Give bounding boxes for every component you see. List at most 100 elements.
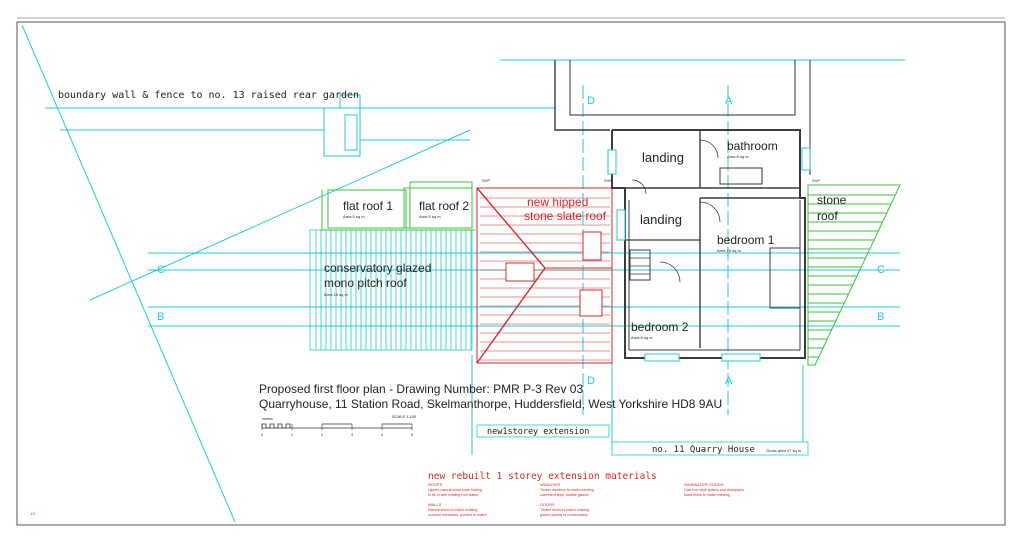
bath	[719, 167, 763, 185]
staircase	[629, 249, 651, 281]
room-labels: boundary wall & fence to no. 13 raised r…	[58, 90, 847, 340]
window-bathroom	[801, 147, 811, 171]
door-swing-bedroom	[699, 201, 721, 223]
scale-tick-label: 1	[291, 433, 293, 437]
windows	[607, 147, 811, 362]
conservatory-label-line1: conservatory glazed	[324, 261, 431, 275]
section-a-top: A	[725, 95, 733, 107]
section-d-bottom: D	[587, 375, 595, 387]
new-roof-label-line1: new hipped	[527, 195, 588, 209]
stone-roof-hatch	[808, 194, 896, 358]
svp-label-1: SVP	[482, 178, 490, 183]
boundary-label: boundary wall & fence to no. 13 raised r…	[58, 90, 359, 101]
section-d-top: D	[587, 95, 595, 107]
svp-label-2: SVP	[604, 178, 612, 183]
extension-tag-box	[476, 424, 610, 438]
materials-col-heading: WINDOWS	[540, 482, 561, 487]
house-walls	[611, 129, 806, 359]
bedroom2-label: bedroom 2	[631, 320, 689, 334]
bedroom1-area: Area 15 sq m	[717, 248, 741, 253]
materials-col-heading: DOORS	[540, 502, 555, 507]
drawing-title: Proposed first floor plan - Drawing Numb…	[259, 382, 583, 396]
drawing-address: Quarryhouse, 11 Station Road, Skelmantho…	[259, 397, 722, 411]
house-tag: no. 11 Quarry House	[652, 445, 755, 455]
materials-line: glazed panels to conservatory	[540, 513, 588, 517]
rooflight-1	[582, 231, 602, 261]
materials-col-heading: RAINWATER GOODS	[684, 482, 724, 487]
door-swing-stair	[631, 179, 647, 195]
section-b-right: B	[877, 311, 884, 323]
rooflight-3	[579, 289, 603, 317]
new-roof-label-line2: stone slate roof	[524, 209, 607, 223]
drawing-frame	[16, 21, 1006, 526]
scale-unit: metres	[262, 417, 273, 421]
section-c-left: C	[157, 264, 165, 276]
scale-tick-label: 4	[381, 433, 383, 437]
bedroom2-area: Area 6 sq m	[631, 335, 653, 340]
new-roof-label: new hipped stone slate roof	[524, 195, 607, 223]
flat-roof-1-area: Area 5 sq m	[343, 214, 365, 219]
flat-roof-1-outline	[327, 189, 407, 229]
window-bedroom1	[721, 353, 761, 362]
section-b-left: B	[157, 311, 164, 323]
conservatory	[309, 229, 473, 351]
conservatory-label-line2: mono pitch roof	[324, 276, 407, 290]
scale-bar-zigzag	[261, 423, 291, 429]
flat-roof-2-inner	[403, 187, 473, 229]
stone-roof-outline	[807, 184, 901, 366]
materials-col-heading: ROOFS	[428, 482, 443, 487]
materials-line: Timber doors to match existing	[540, 508, 589, 512]
materials-heading: new rebuilt 1 storey extension materials	[428, 471, 657, 482]
scale-tick-label: 2	[321, 433, 323, 437]
rooflight-2	[505, 262, 535, 282]
extension-tag: new1storey extension	[487, 427, 589, 437]
boundary-diagonal-2	[89, 129, 471, 301]
flat-roof-1-label: flat roof 1	[343, 199, 393, 213]
garden-wall-outline	[45, 94, 555, 109]
door-swing-landing	[699, 139, 719, 159]
house-tag-box	[611, 441, 809, 456]
svp-label-3: SVP	[812, 178, 820, 183]
rear-extension-outline	[554, 60, 610, 131]
bathroom-area: Area 6 sq m	[727, 154, 749, 159]
materials-line: casement style, double glazed	[540, 493, 588, 497]
materials-line: black finish to match existing	[684, 493, 730, 497]
section-markers: C C B B D D A A	[157, 95, 885, 387]
section-c-right: C	[877, 264, 885, 276]
new-hipped-roof	[476, 187, 613, 364]
bedroom1-label: bedroom 1	[717, 233, 775, 247]
scale-bar	[261, 423, 412, 429]
chimney-breast	[769, 247, 801, 309]
stone-roof-label-line2: roof	[817, 209, 838, 223]
materials-line: Natural stone to match existing	[428, 508, 477, 512]
materials-line: Hipped natural stone slate roofing	[428, 488, 482, 492]
materials-line: coursed stonework, pointed to match	[428, 513, 487, 517]
window-bedroom2	[644, 353, 680, 362]
door-swing-bedroom2	[659, 261, 681, 283]
stone-roof	[807, 184, 901, 366]
conservatory-area: Area 15 sq m	[324, 292, 348, 297]
scale-tick-label: 0	[261, 433, 263, 437]
window-landing	[607, 149, 617, 175]
materials-col-heading: WALLS	[428, 502, 442, 507]
flat-roof-2-area: Area 5 sq m	[419, 214, 441, 219]
sheet-ref: 1/1	[30, 511, 36, 516]
materials-line: Cast iron style gutters and downpipes	[684, 488, 744, 492]
flat-roof-2-label: flat roof 2	[419, 199, 469, 213]
landing-upper-label: landing	[642, 150, 684, 165]
section-a-bottom: A	[725, 375, 733, 387]
house-area: Gross area 47 sq m	[766, 448, 802, 453]
window-landing-2	[616, 209, 626, 241]
house-outer-wall	[611, 129, 806, 359]
raised-garden-block	[323, 107, 361, 157]
stone-roof-label-line1: stone	[817, 193, 847, 207]
materials-line: to tie-in with existing roof slates	[428, 493, 478, 497]
hipped-roof-outline	[476, 187, 613, 364]
bathroom-label: bathroom	[727, 139, 778, 153]
materials-line: Timber windows to match existing	[540, 488, 594, 492]
landing-lower-label: landing	[640, 212, 682, 227]
conservatory-hatch	[315, 230, 472, 350]
